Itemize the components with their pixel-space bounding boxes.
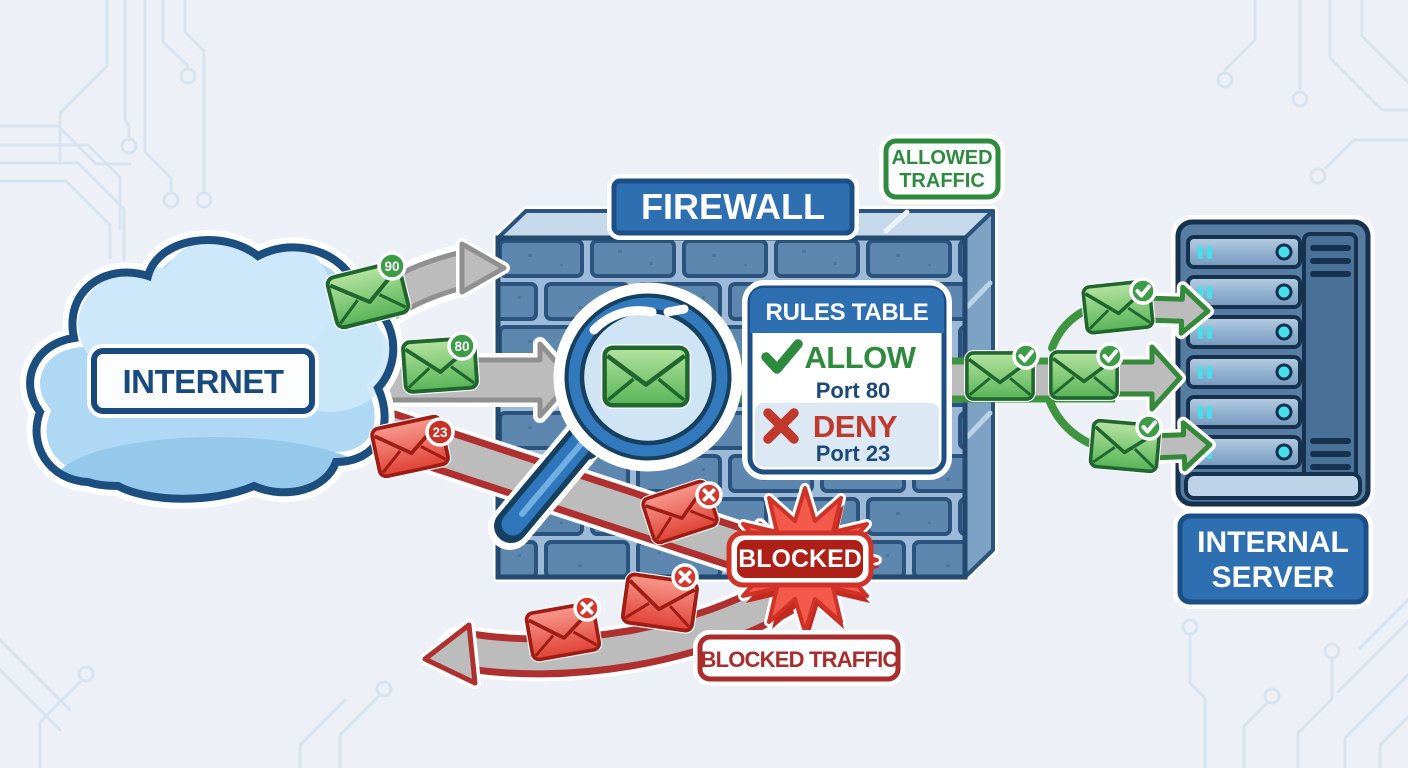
led-indicator bbox=[1275, 323, 1293, 341]
port-badge-80: 80 bbox=[447, 331, 477, 361]
blocked-burst-icon: BLOCKED bbox=[726, 483, 882, 639]
internet-cloud-icon: INTERNET bbox=[20, 230, 404, 509]
check-badge-icon bbox=[1012, 342, 1040, 370]
blocked-stamp: BLOCKED bbox=[726, 530, 874, 588]
allowed-traffic-badge: ALLOWED TRAFFIC bbox=[879, 134, 1005, 204]
internet-label-text: INTERNET bbox=[123, 363, 284, 400]
deny-action: DENY bbox=[813, 409, 898, 444]
firewall-banner-label: FIREWALL bbox=[641, 186, 825, 227]
led-indicator bbox=[1275, 443, 1293, 461]
server-rack-icon bbox=[1171, 215, 1375, 511]
arrow-bounce-back bbox=[419, 565, 817, 689]
packets-right bbox=[967, 277, 1163, 472]
deny-port: Port 23 bbox=[816, 441, 891, 466]
arrows-to-server bbox=[1092, 281, 1216, 475]
svg-text:80: 80 bbox=[454, 339, 469, 354]
x-icon bbox=[763, 408, 799, 444]
led-indicator bbox=[1275, 283, 1293, 301]
x-badge-icon bbox=[695, 481, 723, 509]
svg-text:23: 23 bbox=[432, 425, 448, 440]
rack-base bbox=[1184, 472, 1362, 500]
check-badge-icon bbox=[1129, 277, 1157, 305]
allowed-traffic-line1: ALLOWED bbox=[891, 147, 992, 169]
internal-server-line1: INTERNAL bbox=[1197, 526, 1349, 559]
rules-table-title: RULES TABLE bbox=[766, 299, 929, 326]
arrow-to-server-1 bbox=[1139, 281, 1214, 340]
allowed-traffic-line2: TRAFFIC bbox=[899, 170, 985, 192]
port-badge-90: 90 bbox=[377, 251, 407, 281]
internal-server-label: INTERNAL SERVER bbox=[1173, 509, 1373, 609]
blocked-stamp-label: BLOCKED bbox=[738, 545, 862, 573]
blocked-traffic-label: BLOCKED TRAFFIC bbox=[701, 647, 899, 672]
x-badge-icon bbox=[671, 563, 699, 591]
internet-label: INTERNET bbox=[87, 344, 319, 418]
vent-lines bbox=[1310, 245, 1351, 470]
rules-table-header bbox=[750, 288, 944, 333]
led-indicator bbox=[1275, 363, 1293, 381]
packets-left: 90 80 23 bbox=[326, 251, 723, 661]
firewall-banner: FIREWALL bbox=[607, 174, 859, 240]
check-badge-icon bbox=[1135, 413, 1163, 441]
arrow-to-server-3 bbox=[1141, 416, 1216, 475]
rules-table: RULES TABLE ALLOW Port 80 DENY Port 23 bbox=[742, 280, 952, 480]
allow-action: ALLOW bbox=[804, 340, 916, 375]
led-indicator bbox=[1275, 243, 1293, 261]
allow-port: Port 80 bbox=[816, 378, 891, 403]
port-badge-23: 23 bbox=[425, 417, 455, 447]
deny-row-background bbox=[755, 403, 939, 467]
inspected-green-envelope-icon bbox=[605, 348, 688, 406]
check-badge-icon bbox=[1096, 342, 1124, 370]
x-badge-icon bbox=[573, 594, 601, 622]
check-icon bbox=[761, 339, 803, 374]
internal-server-line2: SERVER bbox=[1212, 561, 1335, 594]
svg-text:90: 90 bbox=[384, 259, 399, 274]
blocked-traffic-badge: BLOCKED TRAFFIC bbox=[693, 630, 905, 686]
led-indicator bbox=[1275, 403, 1293, 421]
lens-highlight bbox=[589, 306, 657, 335]
packet-inspection-magnifier-icon bbox=[488, 282, 743, 550]
